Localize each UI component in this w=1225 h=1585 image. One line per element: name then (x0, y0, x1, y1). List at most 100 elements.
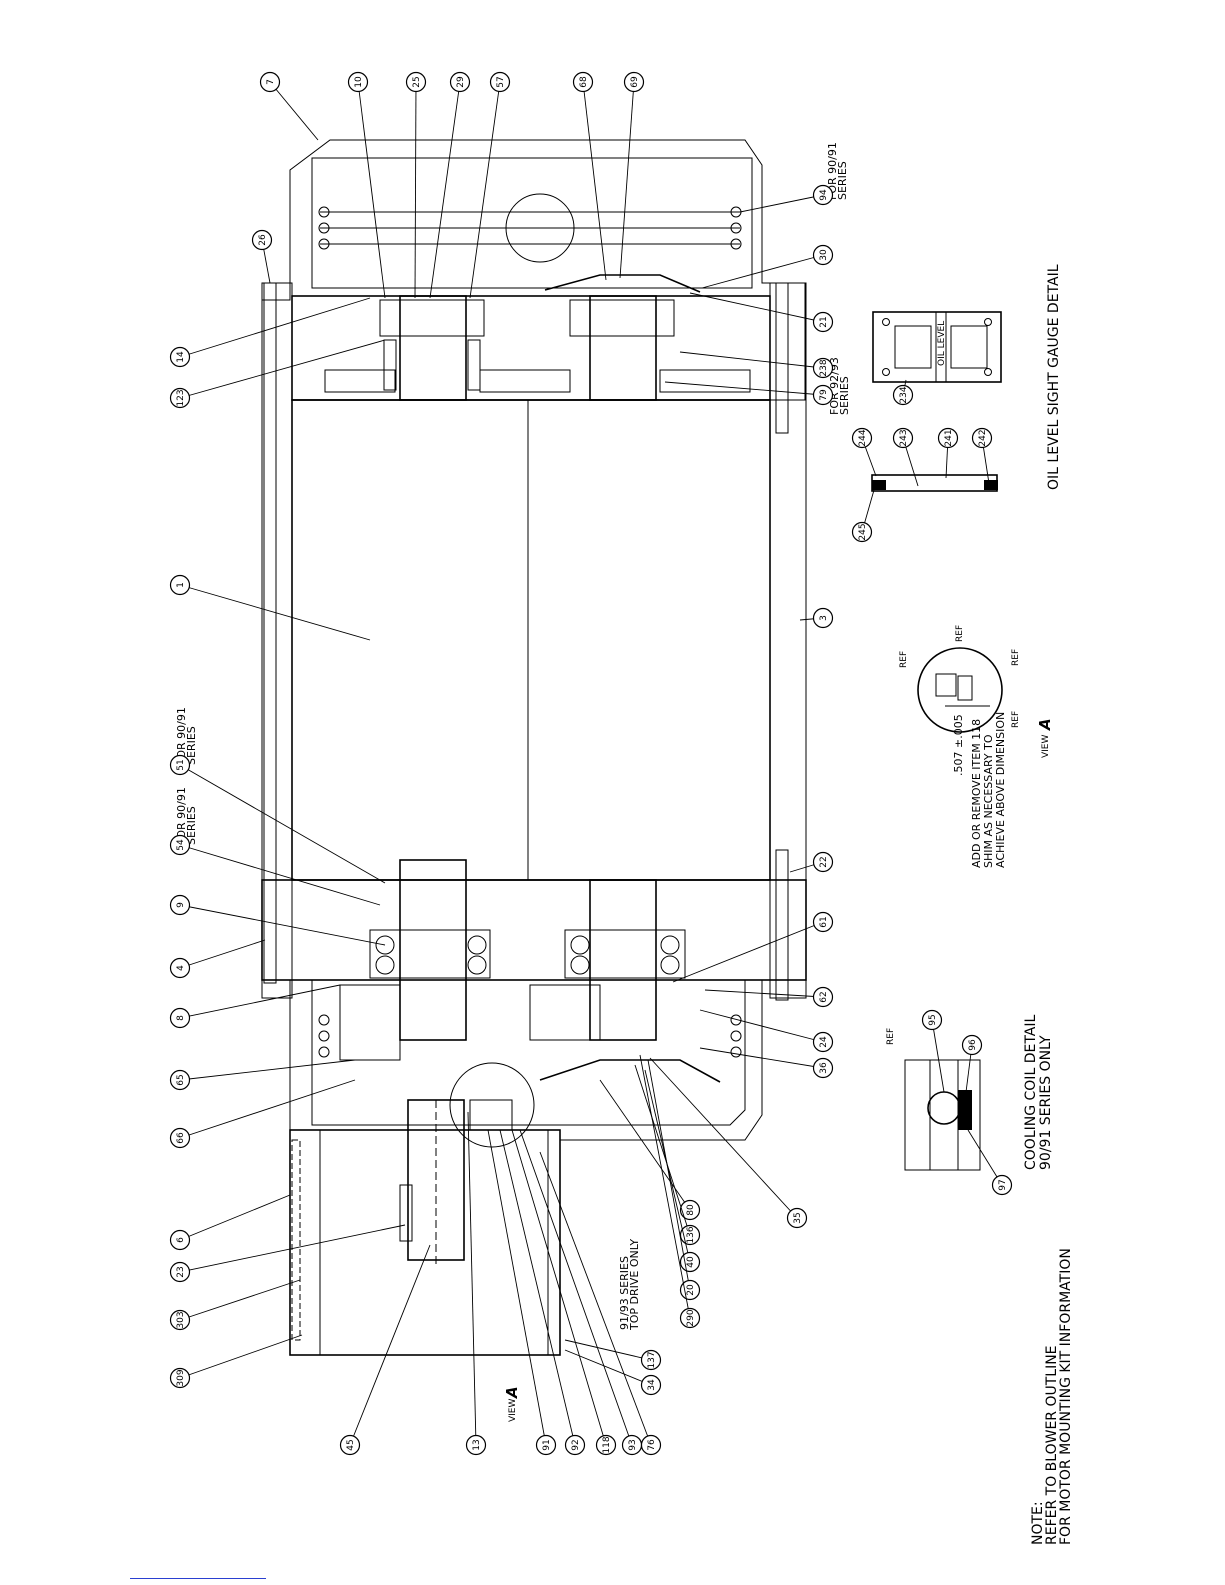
callout-number: 309 (176, 1369, 186, 1386)
callout-bubble (251, 229, 273, 251)
callout-leader (467, 1111, 477, 1446)
callout-bubble (640, 1434, 662, 1456)
callout-leader (519, 1129, 633, 1446)
drive-seal (469, 1099, 513, 1131)
lower-shaft-left (399, 859, 467, 1041)
callout-number: 4 (176, 965, 186, 971)
drive-end-wall-left (289, 1129, 321, 1356)
callout-number: 69 (630, 76, 640, 88)
callout-bubble (564, 1434, 586, 1456)
note-for-90-91-b: FOR 90/91 (175, 707, 188, 765)
callout-7: 7 (259, 71, 319, 141)
callout-bubble (812, 607, 834, 629)
gauge-screw-3 (882, 368, 890, 376)
callout-number: 1 (176, 582, 186, 588)
callout-leader (599, 1079, 691, 1211)
callout-number: 80 (686, 1204, 696, 1216)
callout-bubble (679, 1199, 701, 1221)
callout-number: 76 (647, 1439, 657, 1451)
callout-number: 79 (819, 389, 829, 401)
callout-bubble (892, 427, 914, 449)
callout-13: 13 (465, 1111, 487, 1456)
callout-number: 61 (819, 916, 829, 927)
coil-title-2: 90/91 SERIES ONLY (1038, 1035, 1054, 1170)
callout-number: 303 (176, 1311, 186, 1328)
dim-note-4: ACHIEVE ABOVE DIMENSION (994, 712, 1007, 868)
rotor-cavity (291, 399, 771, 881)
callout-bubble (812, 851, 834, 873)
callout-80: 80 (599, 1079, 701, 1221)
gauge-section (871, 474, 998, 492)
callout-number: 14 (176, 351, 186, 363)
callout-number: 29 (456, 76, 466, 88)
callout-68: 68 (572, 71, 607, 281)
main-section-view (261, 139, 807, 1356)
lower-bearing-left (369, 929, 491, 979)
dim-note-1: .507 ±.005 (952, 714, 965, 776)
callout-bubble (572, 71, 594, 93)
upper-seal-left-b (467, 339, 481, 391)
callout-9: 9 (169, 894, 386, 946)
callout-123: 123 (169, 339, 386, 409)
callout-leader (179, 339, 386, 399)
callout-leader (179, 939, 266, 969)
callout-bubble (937, 427, 959, 449)
callout-leader (179, 297, 371, 358)
callout-leader (179, 1334, 303, 1379)
series-notes: FOR 90/91 SERIES FOR 92/93 SERIES FOR 90… (175, 142, 1021, 1422)
callout-bubble (812, 244, 834, 266)
callout-number: 93 (628, 1439, 638, 1450)
oil-sight-gauge-detail: OIL LEVEL OIL LEVEL SIGHT GAUGE DETAIL (871, 264, 1062, 492)
callout-leader (179, 1079, 356, 1139)
gauge-plate (872, 311, 1002, 383)
callout-leader (357, 81, 386, 299)
timing-gear-right (529, 984, 601, 1041)
note-ref-6: REF (1011, 649, 1021, 666)
gauge-gasket-a (872, 480, 886, 490)
tie-rod-left (263, 282, 277, 984)
callout-bubble (169, 1127, 191, 1149)
callout-number: 91 (542, 1439, 552, 1450)
callout-leader (701, 254, 824, 289)
callout-97: 97 (967, 1129, 1013, 1196)
callout-leader (511, 1129, 607, 1446)
callout-bubble (169, 1309, 191, 1331)
callout-54: 54 (169, 834, 381, 906)
view-a-part-45 (935, 673, 957, 697)
callout-leader (679, 351, 824, 369)
callout-92: 92 (499, 1129, 586, 1456)
callout-21: 21 (689, 292, 834, 333)
callout-number: 92 (571, 1439, 581, 1450)
callout-bubble (921, 1009, 943, 1031)
callout-leader (967, 1129, 1003, 1186)
callout-leader (634, 1064, 691, 1236)
callout-bubble (971, 427, 993, 449)
headplate-window-a (324, 369, 396, 393)
footer-link-underline[interactable] (130, 1578, 266, 1579)
callout-bubble (679, 1251, 701, 1273)
lower-bearing-right (564, 929, 686, 979)
callout-leader (414, 81, 417, 299)
bearing-balls (375, 935, 680, 975)
note-series-b: SERIES (185, 726, 198, 765)
oil-slinger-top (544, 274, 701, 293)
callout-leader (349, 1244, 431, 1446)
note-series-d: SERIES (838, 376, 851, 415)
drive-key (399, 1184, 413, 1242)
callout-bubble (465, 1434, 487, 1456)
callout-14: 14 (169, 297, 371, 368)
callout-leader (699, 1009, 824, 1043)
cooling-coil-detail: COOLING COIL DETAIL 90/91 SERIES ONLY (904, 1015, 1054, 1171)
callout-number: 24 (819, 1036, 829, 1048)
callout-244: 244 (851, 427, 877, 477)
main-note-line-2: REFER TO BLOWER OUTLINE (1044, 1345, 1060, 1545)
callout-number: 94 (819, 189, 829, 201)
callout-bubble (595, 1434, 617, 1456)
callout-bubble (812, 311, 834, 333)
callout-136: 136 (634, 1064, 701, 1246)
coil-bolt (929, 1059, 959, 1171)
callout-leader (179, 764, 386, 884)
callout-bubble (169, 1229, 191, 1251)
